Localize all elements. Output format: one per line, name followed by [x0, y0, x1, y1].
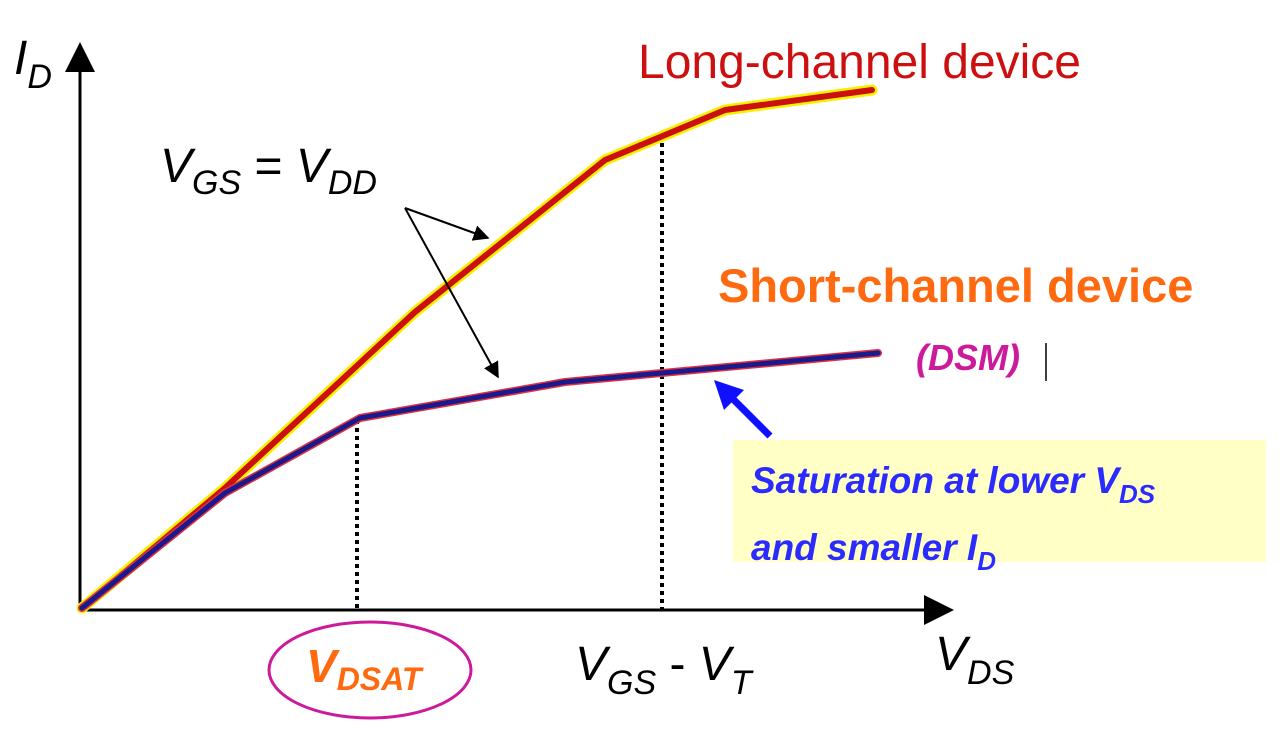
- callout-line-2: and smaller ID: [751, 527, 996, 576]
- callout-line-1: Saturation at lower VDS: [751, 460, 1156, 509]
- x-axis-label: VDS: [935, 628, 1015, 692]
- callout-arrow-shaft: [727, 393, 773, 439]
- y-axis-label: ID: [14, 32, 52, 96]
- vgs-minus-vt-label: VGS - VT: [575, 638, 754, 702]
- vgs-arrow-to-long: [404, 207, 490, 241]
- vgs-equals-vdd-label: VGS = VDD: [160, 140, 377, 202]
- callout-box: Saturation at lower VDS and smaller ID: [733, 440, 1266, 576]
- vdsat-label: VDSAT: [306, 640, 424, 697]
- vdsat-ellipse: [267, 620, 473, 720]
- callout-arrow-head: [714, 380, 744, 410]
- short-channel-curve: [79, 350, 881, 611]
- dsm-label: (DSM): [916, 337, 1020, 378]
- short-channel-label: Short-channel device: [718, 259, 1193, 312]
- long-channel-label: Long-channel device: [638, 36, 1081, 89]
- vgs-arrow-to-short: [404, 207, 499, 379]
